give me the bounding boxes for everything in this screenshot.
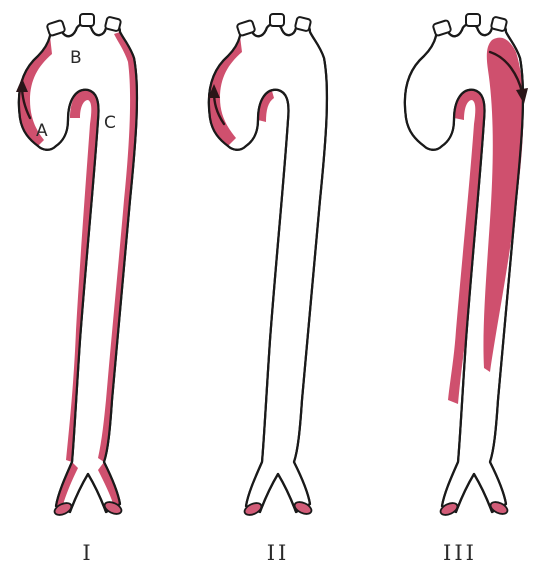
panel-i-label: I — [82, 541, 93, 565]
panel-iii: III — [405, 14, 528, 565]
panel-ii-label: II — [267, 541, 290, 565]
panel-iii-aorta — [405, 14, 528, 517]
panel-ii: II — [208, 14, 327, 565]
panel-iii-label: III — [443, 541, 477, 565]
region-label-a: A — [36, 121, 48, 141]
region-label-c: C — [104, 113, 116, 133]
panel-i-aorta — [16, 14, 137, 517]
region-label-b: B — [70, 48, 82, 68]
panel-i: A B C I — [16, 14, 137, 565]
panel-ii-aorta — [208, 14, 327, 517]
